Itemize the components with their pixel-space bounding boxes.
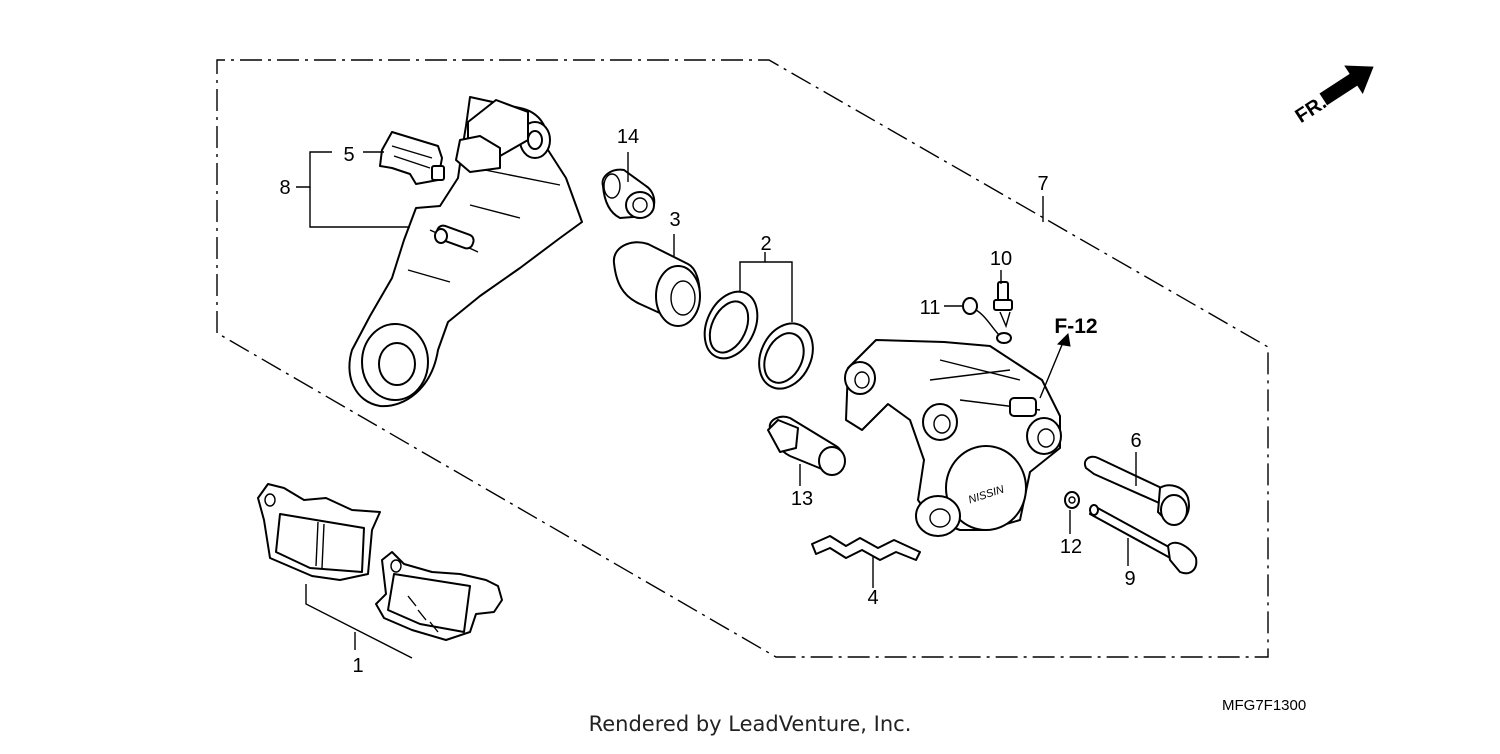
diagram-code: MFG7F1300: [1222, 697, 1307, 714]
callout-2: 2: [760, 233, 771, 255]
callout-13: 13: [791, 488, 813, 510]
callout-1: 1: [352, 655, 363, 677]
slide-pin[interactable]: [1084, 455, 1190, 526]
callout-8: 8: [279, 177, 290, 199]
piston-seal-set[interactable]: [694, 283, 823, 397]
footer-credit: Rendered by LeadVenture, Inc.: [588, 712, 912, 736]
callout-10: 10: [990, 248, 1012, 270]
bleed-screw-cap[interactable]: [962, 297, 1012, 344]
caliper-bracket[interactable]: [348, 96, 583, 408]
callout-14: 14: [617, 126, 639, 148]
pad-spring[interactable]: [379, 131, 445, 185]
caliper-body[interactable]: NISSIN: [844, 339, 1062, 537]
brake-pad-set[interactable]: [257, 483, 503, 641]
callout-4: 4: [867, 587, 878, 609]
piston-boot[interactable]: [601, 168, 656, 219]
sealing-washer[interactable]: [1064, 491, 1080, 509]
callout-11: 11: [920, 297, 941, 319]
reference-arrow-head: [1056, 332, 1071, 347]
callout-7: 7: [1037, 173, 1048, 195]
callout-6: 6: [1130, 430, 1141, 452]
callout-9: 9: [1124, 568, 1135, 590]
bleed-screw[interactable]: [993, 281, 1013, 329]
callout-labels: 1 2 3 4 5 6 7 8 9 10 11 12 13 14: [279, 126, 1141, 677]
front-arrow-icon: [1319, 65, 1374, 106]
callout-3: 3: [669, 209, 680, 231]
callout-12: 12: [1060, 536, 1082, 558]
pin-bolt[interactable]: [767, 415, 846, 476]
front-direction-indicator: FR.: [1292, 65, 1374, 128]
leader-lines: [296, 151, 1137, 659]
reference-link-f12[interactable]: F-12: [1054, 315, 1097, 338]
slide-pin-bolt[interactable]: [1089, 504, 1198, 575]
callout-5: 5: [343, 144, 354, 166]
caliper-piston[interactable]: [612, 241, 701, 327]
pad-retainer[interactable]: [811, 535, 921, 561]
assembly-boundary-line: [216, 59, 1269, 658]
